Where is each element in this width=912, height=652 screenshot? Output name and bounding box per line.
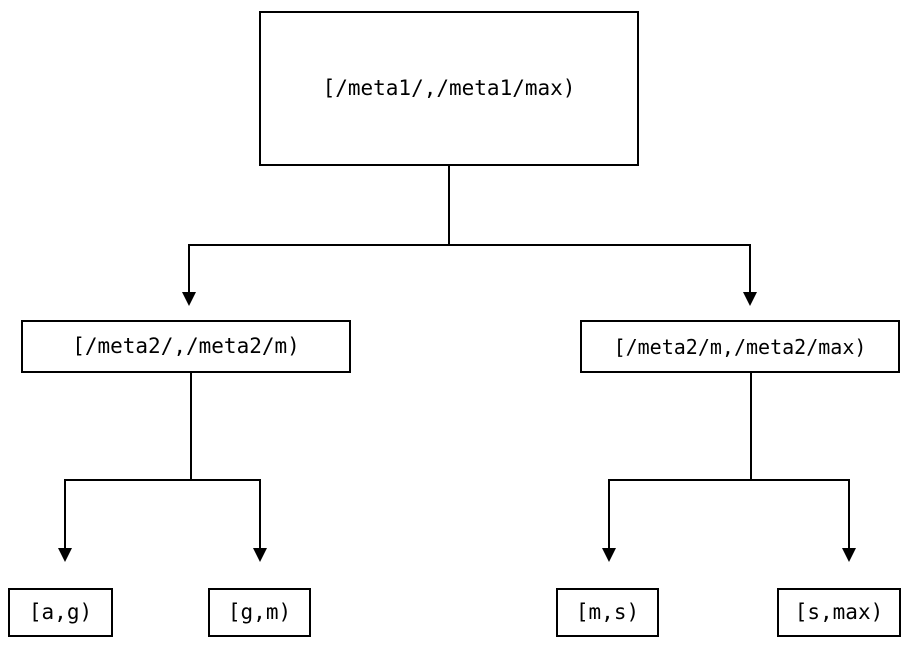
edge-root-to-mid-left xyxy=(182,166,450,306)
tree-node-leaf-2[interactable]: [m,s) xyxy=(556,588,659,637)
arrowhead-icon xyxy=(253,548,267,562)
tree-node-leaf-3[interactable]: [s,max) xyxy=(777,588,901,637)
tree-node-mid-right[interactable]: [/meta2/m,/meta2/max) xyxy=(580,320,900,373)
edge-mid-left-to-leaf-0 xyxy=(58,373,192,562)
tree-node-mid-left[interactable]: [/meta2/,/meta2/m) xyxy=(21,320,351,373)
edge-root-to-mid-right xyxy=(448,166,757,306)
edge-mid-right-to-leaf-3 xyxy=(750,373,856,562)
tree-node-leaf-0[interactable]: [a,g) xyxy=(8,588,113,637)
arrowhead-icon xyxy=(743,292,757,306)
arrowhead-icon xyxy=(602,548,616,562)
tree-node-root[interactable]: [/meta1/,/meta1/max) xyxy=(259,11,639,166)
arrowhead-icon xyxy=(58,548,72,562)
tree-node-leaf-1[interactable]: [g,m) xyxy=(208,588,311,637)
edge-mid-right-to-leaf-2 xyxy=(602,373,752,562)
arrowhead-icon xyxy=(182,292,196,306)
arrowhead-icon xyxy=(842,548,856,562)
edge-mid-left-to-leaf-1 xyxy=(190,373,267,562)
